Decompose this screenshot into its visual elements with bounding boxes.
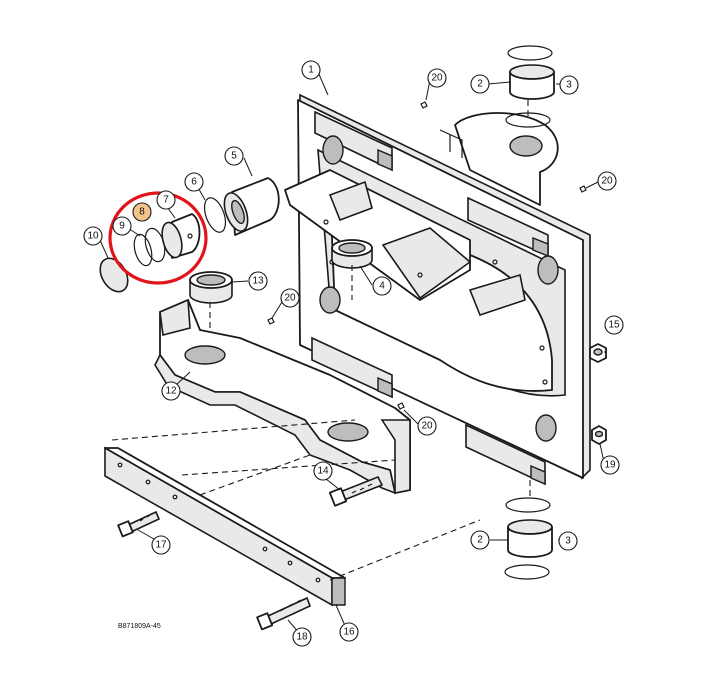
callout-9: 9 bbox=[112, 216, 132, 236]
callout-19: 19 bbox=[600, 455, 620, 475]
svg-text:20: 20 bbox=[431, 73, 443, 84]
bushing-2-top bbox=[505, 45, 555, 128]
grease-fitting-1 bbox=[420, 101, 428, 109]
cap-10 bbox=[99, 257, 129, 293]
bolt-17 bbox=[117, 510, 161, 538]
callout-8: 8 bbox=[132, 202, 152, 222]
callout-12: 12 bbox=[161, 381, 181, 401]
svg-text:3: 3 bbox=[565, 536, 571, 547]
callout-14: 14 bbox=[313, 461, 333, 481]
svg-text:3: 3 bbox=[566, 80, 572, 91]
main-frame bbox=[284, 93, 591, 486]
svg-text:12: 12 bbox=[165, 386, 177, 397]
callout-16: 16 bbox=[339, 622, 359, 642]
svg-text:20: 20 bbox=[284, 293, 296, 304]
nut-15 bbox=[589, 343, 607, 363]
svg-text:17: 17 bbox=[155, 540, 167, 551]
bolt-14 bbox=[328, 475, 384, 507]
callout-18: 18 bbox=[292, 627, 312, 647]
bolt-18 bbox=[256, 596, 312, 631]
assembly-lines bbox=[111, 100, 531, 581]
svg-text:2: 2 bbox=[477, 535, 483, 546]
svg-text:6: 6 bbox=[191, 177, 197, 188]
grease-fitting-4 bbox=[397, 402, 405, 410]
callout-13: 13 bbox=[248, 271, 268, 291]
nut-19 bbox=[591, 425, 607, 445]
pin-7 bbox=[161, 213, 201, 259]
grease-fitting-2 bbox=[579, 185, 587, 193]
reference-code: B871809A-45 bbox=[118, 623, 161, 630]
callout-1: 1 bbox=[301, 60, 321, 80]
svg-text:16: 16 bbox=[343, 627, 355, 638]
callout-2-top: 2 bbox=[470, 74, 490, 94]
ring-9 bbox=[133, 233, 153, 267]
svg-text:20: 20 bbox=[421, 421, 433, 432]
svg-text:18: 18 bbox=[296, 632, 308, 643]
callout-6: 6 bbox=[184, 172, 204, 192]
svg-text:20: 20 bbox=[601, 176, 613, 187]
callout-3-top: 3 bbox=[559, 75, 579, 95]
callout-4: 4 bbox=[372, 276, 392, 296]
bushing-5 bbox=[203, 177, 280, 236]
svg-text:14: 14 bbox=[317, 466, 329, 477]
svg-text:15: 15 bbox=[608, 320, 620, 331]
svg-text:8: 8 bbox=[139, 207, 145, 218]
svg-text:5: 5 bbox=[231, 151, 237, 162]
bushing-2-bottom bbox=[504, 497, 553, 580]
highlight-circle bbox=[108, 191, 208, 285]
svg-text:19: 19 bbox=[604, 460, 616, 471]
callout-15: 15 bbox=[604, 315, 624, 335]
callout-3-bottom: 3 bbox=[558, 531, 578, 551]
svg-text:10: 10 bbox=[87, 231, 99, 242]
lower-arm bbox=[154, 298, 411, 495]
svg-text:7: 7 bbox=[163, 195, 169, 206]
callout-10: 10 bbox=[83, 226, 103, 246]
svg-text:13: 13 bbox=[252, 276, 264, 287]
bushing-4 bbox=[331, 239, 373, 269]
ring-8 bbox=[144, 227, 166, 263]
callout-7: 7 bbox=[156, 190, 176, 210]
svg-text:9: 9 bbox=[119, 221, 125, 232]
bushing-13 bbox=[189, 271, 233, 304]
svg-text:1: 1 bbox=[308, 65, 314, 76]
grease-fitting-3 bbox=[267, 317, 275, 325]
callout-20-top: 20 bbox=[427, 68, 447, 88]
callout-17: 17 bbox=[151, 535, 171, 555]
callout-2-bottom: 2 bbox=[470, 530, 490, 550]
svg-text:2: 2 bbox=[477, 79, 483, 90]
bottom-bar bbox=[104, 446, 346, 607]
callout-20-right: 20 bbox=[597, 171, 617, 191]
callout-5: 5 bbox=[224, 146, 244, 166]
callout-20-left: 20 bbox=[280, 288, 300, 308]
svg-text:4: 4 bbox=[379, 281, 385, 292]
callout-20-bottom: 20 bbox=[417, 416, 437, 436]
